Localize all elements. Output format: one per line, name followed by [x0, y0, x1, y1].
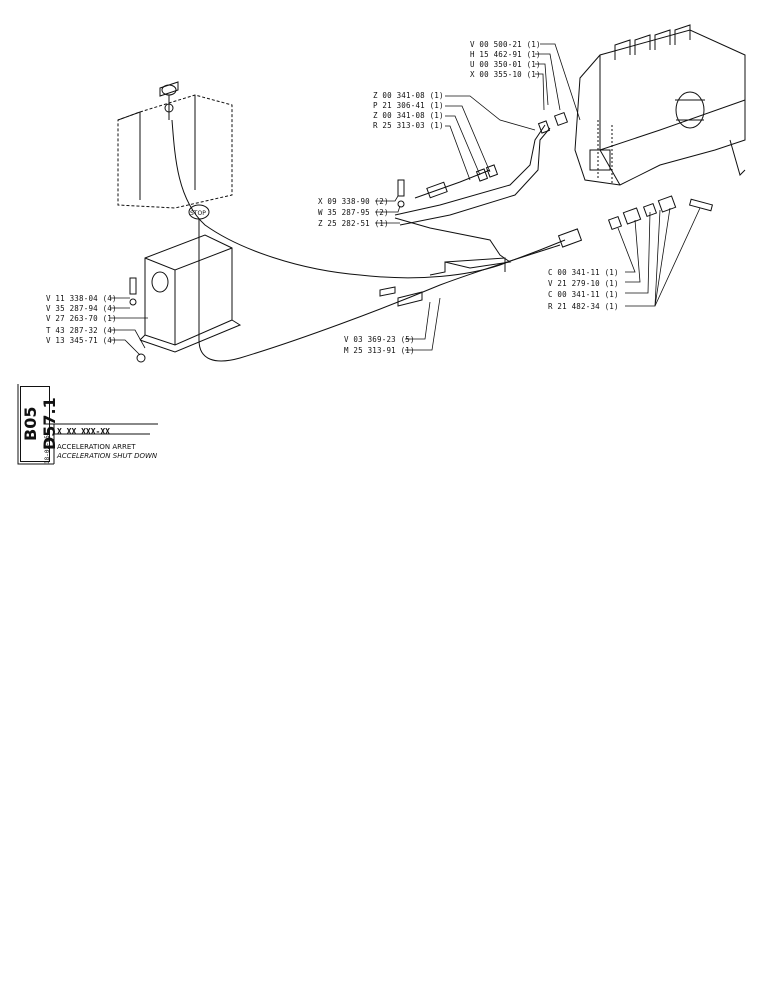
part-label: V 00 500-21 (1): [470, 40, 541, 49]
part-label: U 00 350-01 (1): [470, 60, 541, 69]
part-label: Z 00 341-08 (1): [373, 111, 444, 120]
part-label: Z 00 341-08 (1): [373, 91, 444, 100]
stop-box: [139, 204, 242, 353]
part-label: T 43 287-32 (4): [46, 326, 117, 335]
part-label: P 21 306-41 (1): [373, 101, 444, 110]
part-label: V 13 345-71 (4): [46, 336, 117, 345]
part-label: C 00 341-11 (1): [548, 268, 619, 277]
part-label: R 25 313-03 (1): [373, 121, 444, 130]
leader-lines: [110, 43, 701, 356]
part-label: X 09 338-90 (2): [318, 197, 389, 206]
part-label: X 00 355-10 (1): [470, 70, 541, 79]
part-label: V 27 263-70 (1): [46, 314, 117, 323]
part-label: V 03 369-23 (5): [344, 335, 415, 344]
drawing-date: 18-02-85: [44, 435, 51, 464]
part-label: V 21 279-10 (1): [548, 279, 619, 288]
part-label: H 15 462-91 (1): [470, 50, 541, 59]
part-label: V 35 287-94 (4): [46, 304, 117, 313]
part-label: M 25 313-91 (1): [344, 346, 415, 355]
part-label: C 00 341-11 (1): [548, 290, 619, 299]
fittings: [129, 111, 714, 363]
title-french: ACCELERATION ARRET: [57, 443, 136, 451]
part-label: Z 25 282-51 (1): [318, 219, 389, 228]
part-label: W 35 287-95 (2): [318, 208, 389, 217]
part-label: R 21 482-34 (1): [548, 302, 619, 311]
cable-bracket: [379, 217, 512, 307]
stop-knob-label: STOP: [190, 210, 206, 217]
part-label: V 11 338-04 (4): [46, 294, 117, 303]
drawing-code: X XX XXX-XX: [57, 427, 110, 436]
control-cables: [171, 119, 566, 362]
dashboard-housing: [117, 81, 233, 209]
injection-pump: [574, 24, 746, 186]
title-block-frame: [17, 384, 158, 465]
title-english: ACCELERATION SHUT DOWN: [57, 452, 158, 460]
